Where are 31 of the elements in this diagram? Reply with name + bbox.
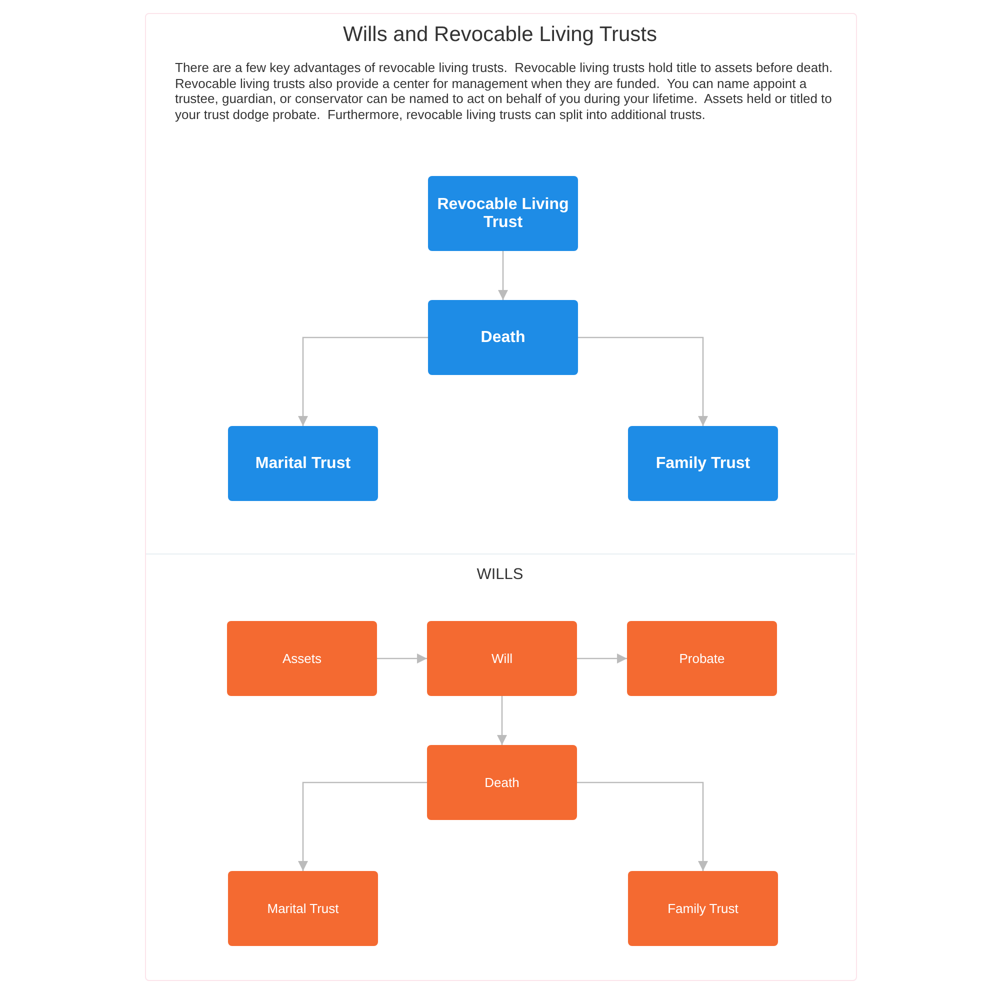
box-label: Assets bbox=[282, 651, 322, 666]
section-heading: WILLS bbox=[476, 566, 524, 584]
process-box bbox=[428, 176, 578, 251]
arrow bbox=[377, 654, 427, 664]
box-label: Death bbox=[480, 328, 526, 346]
process-box bbox=[228, 426, 378, 501]
intro-paragraph: There are a few key advantages of revocable living trusts. Revocable living trusts hold title to assets before death. Revocable living trusts also provide a center for management when they are funded. You can name appoint a trustee, guardian, or conservator can be named to act on behalf of you during your lifetime. Assets held or titled to your trust dodge probate. Furthermore, revocable living trusts can split into additional trusts. bbox=[175, 60, 834, 122]
box-label: Family Trust bbox=[656, 454, 750, 472]
process-box bbox=[628, 871, 778, 946]
box-label: Death bbox=[484, 775, 520, 790]
box-label: Probate bbox=[679, 651, 725, 666]
arrow bbox=[498, 251, 508, 300]
box-label: Revocable Living Trust bbox=[436, 196, 570, 232]
process-box bbox=[227, 621, 377, 696]
box-label: Family Trust bbox=[668, 901, 738, 916]
process-box bbox=[627, 621, 777, 696]
box-label: Will bbox=[492, 651, 512, 666]
process-box bbox=[428, 300, 578, 375]
arrow bbox=[298, 782, 427, 871]
process-box bbox=[427, 745, 577, 820]
arrow bbox=[577, 782, 708, 871]
arrow bbox=[578, 336, 708, 426]
box-label: Marital Trust bbox=[255, 454, 351, 472]
diagram-title: Wills and Revocable Living Trusts bbox=[342, 23, 658, 47]
box-label: Marital Trust bbox=[267, 901, 339, 916]
process-box bbox=[628, 426, 778, 501]
arrow bbox=[497, 696, 507, 745]
arrow bbox=[298, 336, 428, 426]
process-box bbox=[228, 871, 378, 946]
arrow bbox=[577, 654, 627, 664]
process-box bbox=[427, 621, 577, 696]
